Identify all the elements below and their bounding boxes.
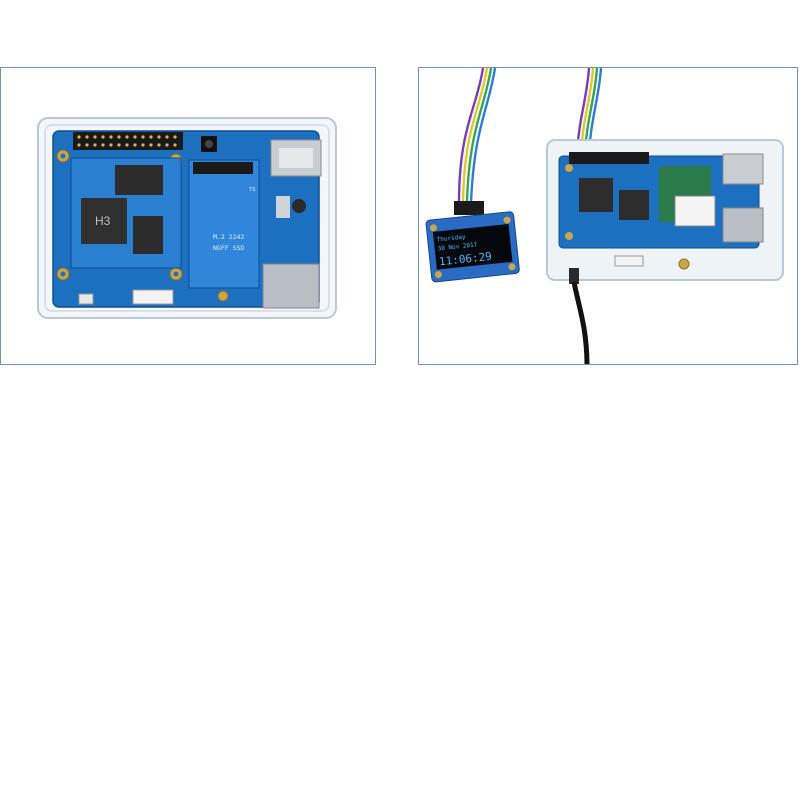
ts-silk-label: TS bbox=[249, 187, 256, 193]
power-cable bbox=[571, 281, 590, 364]
board-in-case-illustration: H3 M.2 2242 NGFF SSD TS bbox=[37, 117, 337, 319]
gpio-header bbox=[73, 132, 183, 150]
ram-chip bbox=[115, 165, 163, 195]
oled-time-text: 11:06:29 bbox=[438, 250, 492, 268]
photo-right-board-with-oled: Thursday 30 Nov 2017 11:06:29 bbox=[418, 67, 798, 365]
power-cable-plug bbox=[569, 268, 579, 284]
ethernet-port bbox=[262, 263, 320, 309]
m2-silk-label: M.2 2242 bbox=[213, 233, 244, 241]
ssd-silk-label: NGFF SSD bbox=[213, 244, 244, 252]
oled-date-text: 30 Nov 2017 bbox=[437, 241, 478, 252]
soc-chip bbox=[81, 198, 127, 244]
oled-wires bbox=[457, 68, 497, 204]
m2-slot bbox=[193, 162, 253, 174]
oled-screen bbox=[432, 223, 513, 270]
photo-left-board-in-case: H3 M.2 2242 NGFF SSD TS bbox=[0, 67, 376, 365]
oled-day-text: Thursday bbox=[436, 233, 466, 243]
oled-module: Thursday 30 Nov 2017 11:06:29 bbox=[425, 211, 520, 283]
board-with-oled-illustration: Thursday 30 Nov 2017 11:06:29 bbox=[425, 68, 784, 364]
soc-chip-label: H3 bbox=[95, 214, 111, 228]
